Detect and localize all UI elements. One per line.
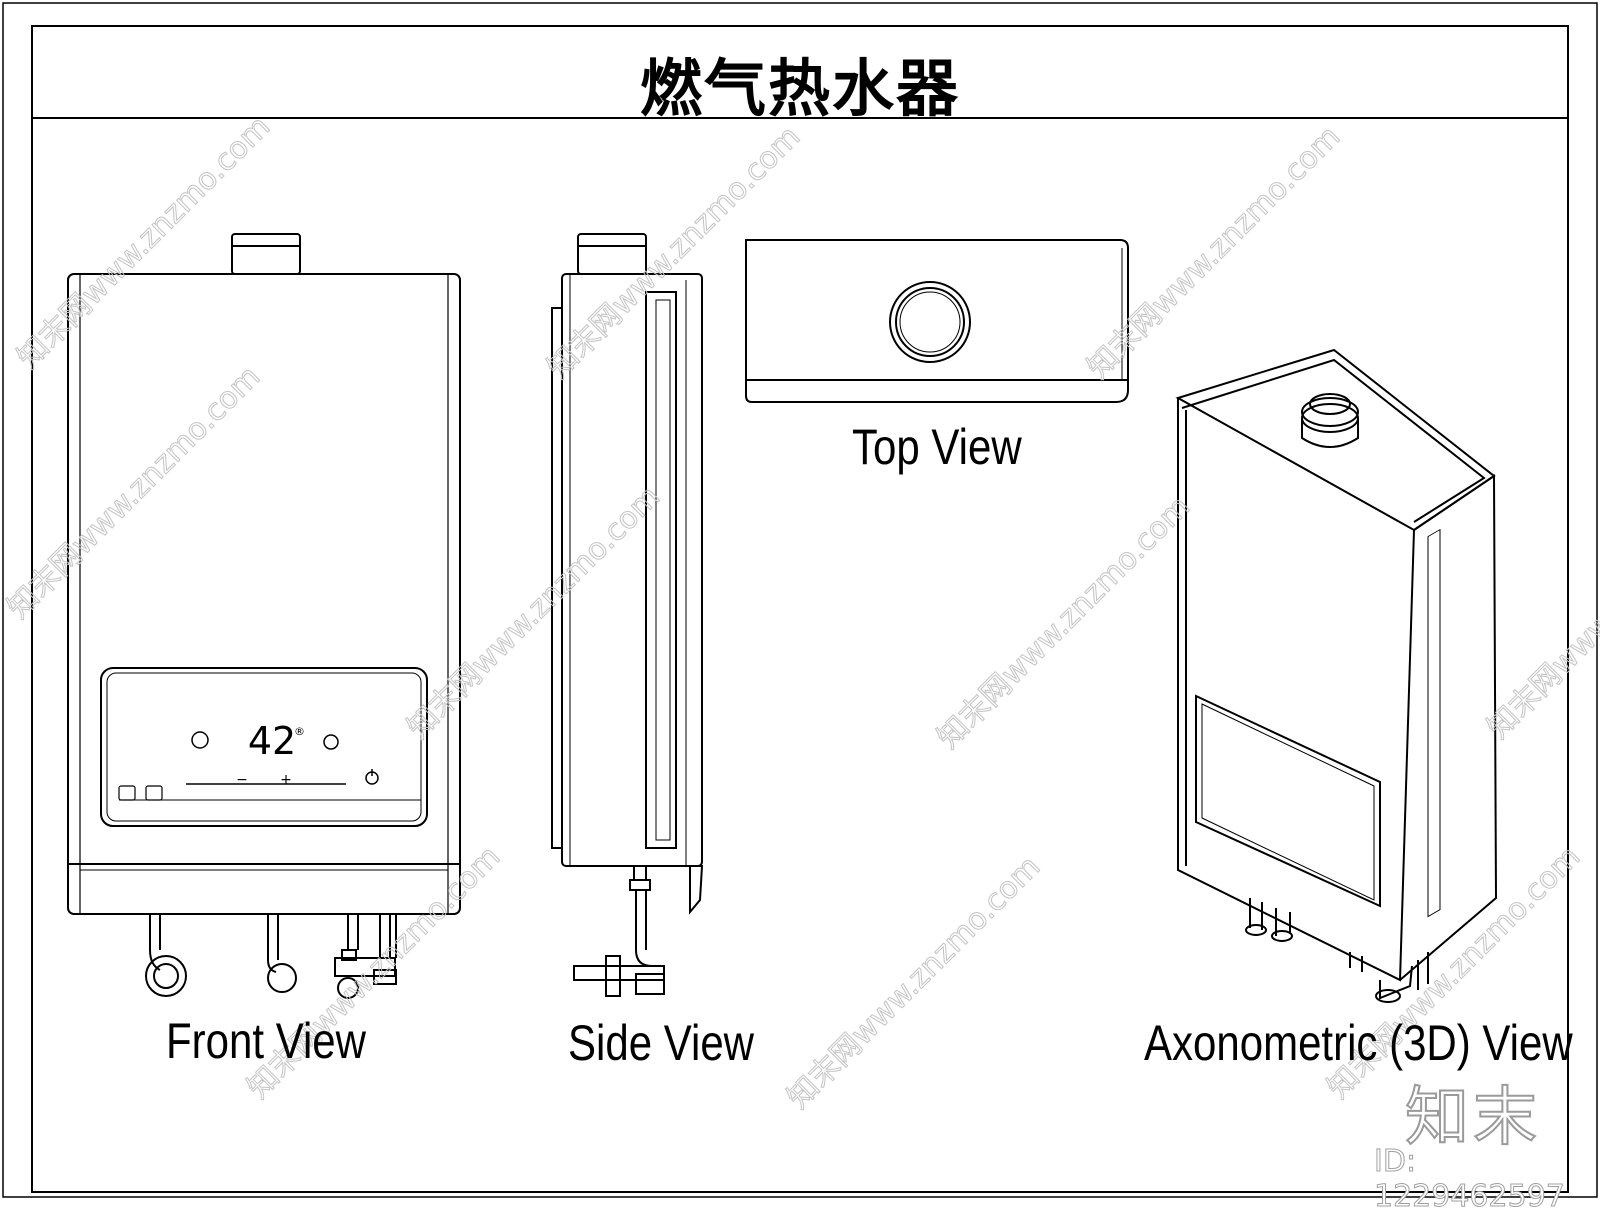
- svg-text:知末网www.znzmo.com: 知末网www.znzmo.com: [931, 489, 1197, 755]
- watermark-logo: 知末: [1404, 1080, 1541, 1156]
- watermark-id: ID: 1229462597: [1374, 1144, 1566, 1214]
- svg-text:知末网www.znzmo.com: 知末网www.znzmo.com: [1081, 119, 1347, 385]
- front-view-label: Front View: [166, 1013, 366, 1069]
- svg-text:知末网www.znzmo.com: 知末网www.znzmo.com: [541, 119, 807, 385]
- front-view-drawing: [67, 233, 461, 999]
- temperature-readout: 42: [248, 719, 296, 763]
- inner-border: [31, 25, 1569, 1193]
- degree-symbol-icon: ®: [294, 725, 305, 738]
- top-view-label: Top View: [852, 419, 1022, 475]
- watermark-pattern: 知末网www.znzmo.com 知末网www.znzmo.com 知末网www…: [0, 109, 1600, 1116]
- drawing-title: 燃气热水器: [639, 52, 960, 125]
- svg-text:知末网www.znzmo.com: 知末网www.znzmo.com: [1, 359, 267, 625]
- side-view-drawing: [551, 233, 704, 997]
- minus-button-label: −: [236, 772, 248, 788]
- svg-text:知末网www.znzmo.com: 知末网www.znzmo.com: [781, 849, 1047, 1115]
- svg-text:知末网www.znzmo.com: 知末网www.znzmo.com: [11, 109, 277, 375]
- svg-text:知末网www.znzmo.com: 知末网www.znzmo.com: [401, 479, 667, 745]
- svg-text:知末网www.znzmo.com: 知末网www.znzmo.com: [1481, 479, 1600, 745]
- side-view-label: Side View: [568, 1015, 755, 1071]
- top-view-drawing: [745, 239, 1129, 403]
- axonometric-view-drawing: [1175, 348, 1498, 1003]
- plus-button-label: +: [280, 772, 292, 788]
- axonometric-view-label: Axonometric (3D) View: [1144, 1015, 1573, 1071]
